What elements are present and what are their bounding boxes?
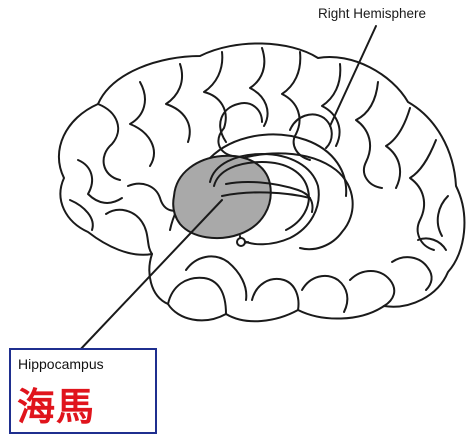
right-hemisphere-label: Right Hemisphere	[318, 6, 470, 26]
hippocampus-label-box: Hippocampus 海馬	[9, 348, 157, 434]
hippocampus-label-jp: 海馬	[17, 376, 95, 431]
right-hemisphere-leader	[330, 26, 376, 126]
hippocampus-leader	[78, 200, 222, 352]
hippocampus-label-en: Hippocampus	[18, 356, 104, 372]
